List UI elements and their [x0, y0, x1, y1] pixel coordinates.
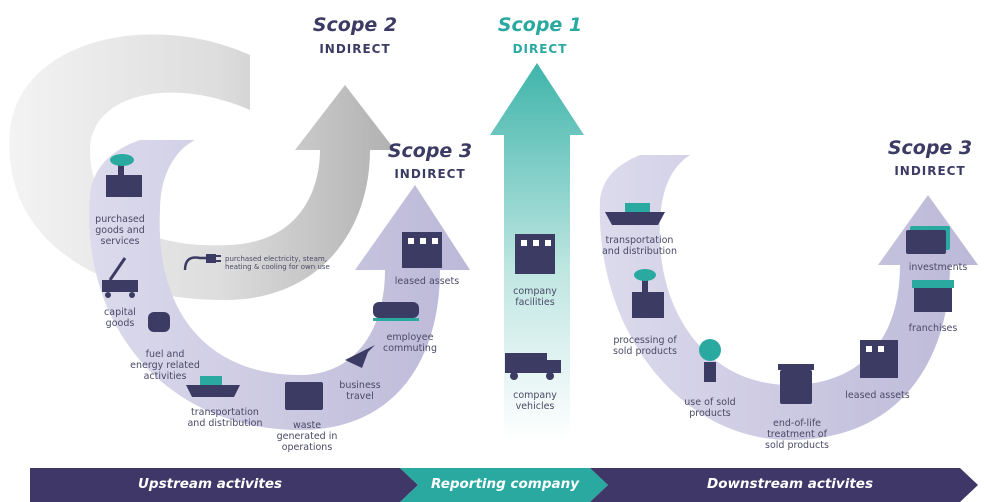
label-upstream-leased-assets: leased assets: [394, 276, 460, 287]
label-capital-goods: capital goods: [104, 307, 136, 329]
scope3-downstream-subtitle: INDIRECT: [894, 164, 966, 178]
plug-icon: [183, 254, 221, 271]
label-purchased-electricity: purchased electricity, steam, heating & …: [225, 255, 330, 271]
icons: [102, 154, 954, 410]
label-downstream-transportation: transportation and distribution: [601, 235, 678, 257]
building-downstream-icon: [860, 340, 898, 378]
label-use-of-sold-products: use of sold products: [684, 397, 736, 419]
label-business-travel: business travel: [339, 380, 381, 402]
label-fuel-energy: fuel and energy related activities: [130, 349, 200, 382]
factory-downstream-icon: [632, 269, 664, 318]
factory-icon: [106, 154, 142, 197]
money-icon: [906, 226, 950, 254]
airplane-icon: [345, 345, 375, 368]
truck-icon: [505, 353, 561, 380]
scope1-title: Scope 1: [497, 14, 583, 36]
recycle-bin-icon: [778, 364, 814, 404]
scope3-upstream-subtitle: INDIRECT: [394, 167, 466, 181]
ship-icon: [186, 376, 240, 397]
label-company-vehicles: company vehicles: [513, 390, 557, 412]
band-downstream: Downstream activites: [706, 476, 873, 492]
tanker-icon: [148, 312, 170, 332]
scope2-subtitle: INDIRECT: [319, 42, 391, 56]
company-building-icon: [515, 234, 555, 274]
label-franchises: franchises: [908, 323, 958, 334]
ship-downstream-icon: [605, 203, 665, 225]
bottom-band: [30, 468, 978, 502]
band-reporting: Reporting company: [430, 476, 580, 492]
label-waste: waste generated in operations: [276, 420, 338, 453]
label-investments: investments: [908, 262, 968, 273]
scope3-upstream-title: Scope 3: [387, 140, 473, 162]
scope3-downstream-title: Scope 3: [887, 137, 973, 159]
lightbulb-icon: [699, 339, 721, 382]
scope3-upstream-arrow: [89, 140, 471, 430]
crane-truck-icon: [102, 257, 138, 298]
scope1-subtitle: DIRECT: [512, 42, 568, 56]
storefront-icon: [912, 280, 954, 312]
band-upstream: Upstream activites: [137, 476, 283, 492]
label-purchased-goods: purchased goods and services: [95, 214, 145, 247]
label-employee-commuting: employee commuting: [383, 332, 437, 354]
dumpster-icon: [285, 382, 323, 410]
scope2-title: Scope 2: [312, 14, 398, 36]
label-downstream-leased-assets: leased assets: [845, 390, 910, 401]
building-icon: [402, 232, 442, 268]
label-processing: processing of sold products: [613, 335, 677, 357]
train-icon: [373, 302, 419, 321]
label-end-of-life: end-of-life treatment of sold products: [765, 418, 829, 451]
label-upstream-transportation: transportation and distribution: [187, 407, 263, 429]
label-company-facilities: company facilities: [513, 286, 557, 308]
